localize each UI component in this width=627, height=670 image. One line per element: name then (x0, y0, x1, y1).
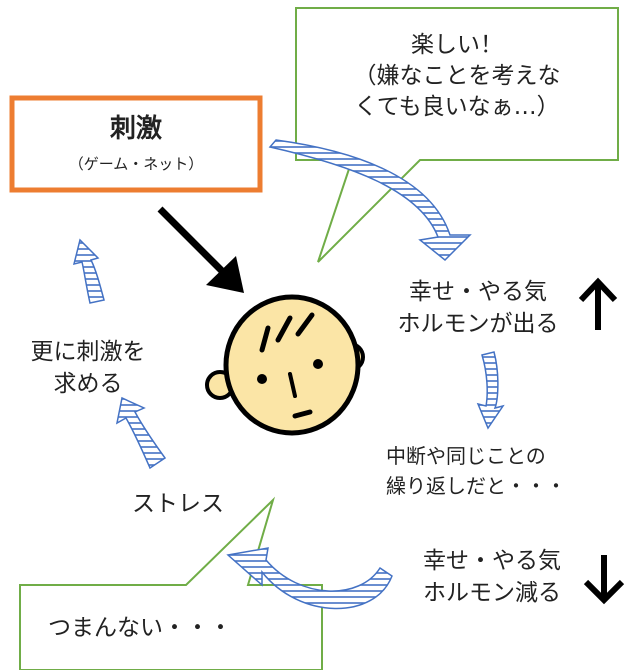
interrupt-line1: 中断や同じことの (386, 444, 546, 468)
bubble-top-line3: くても良いなぁ…） (354, 94, 560, 120)
arrow-down-icon (583, 555, 625, 605)
stimulus-title: 刺激 (109, 114, 162, 144)
interrupt-text: 中断や同じことの 繰り返しだと・・・ (386, 441, 566, 501)
bubble-top-line1: 楽しい！ (411, 32, 503, 58)
interrupt-line2: 繰り返しだと・・・ (386, 474, 566, 498)
speech-bubble-top (295, 7, 619, 263)
happy-up-text: 幸せ・やる気 ホルモンが出る (378, 276, 578, 340)
happy-down-line1: 幸せ・やる気 (423, 548, 561, 574)
face-illustration (205, 294, 365, 436)
happy-up-line1: 幸せ・やる気 (409, 279, 547, 305)
seek-more-line2: 求める (53, 371, 123, 397)
stimulus-box (9, 95, 263, 193)
arrow-up-icon (578, 277, 618, 330)
arrow-to-stimulus (72, 238, 105, 304)
curved-arrow-to-stress (226, 547, 393, 610)
happy-down-text: 幸せ・やる気 ホルモン減る (398, 545, 586, 609)
bubble-bottom-text: つまんない・・・ (48, 615, 232, 641)
curved-arrow-to-happy (268, 139, 472, 262)
happy-up-line2: ホルモンが出る (397, 311, 559, 337)
seek-more-line1: 更に刺激を (30, 339, 146, 365)
bubble-top-line2: （嫌なことを考えな (353, 63, 561, 89)
stimulus-subtitle: （ゲーム・ネット） (68, 155, 204, 173)
stimulus-text: 刺激 （ゲーム・ネット） (12, 108, 260, 174)
seek-more-text: 更に刺激を 求める (8, 336, 168, 400)
happy-down-line2: ホルモン減る (423, 580, 561, 606)
stress-label: ストレス (132, 491, 224, 517)
bubble-top-text: 楽しい！ （嫌なことを考えな くても良いなぁ…） (296, 30, 618, 123)
down-arrow-to-interrupt (476, 351, 505, 430)
stimulus-arrow (157, 206, 244, 293)
arrow-to-seek-more (115, 396, 167, 470)
